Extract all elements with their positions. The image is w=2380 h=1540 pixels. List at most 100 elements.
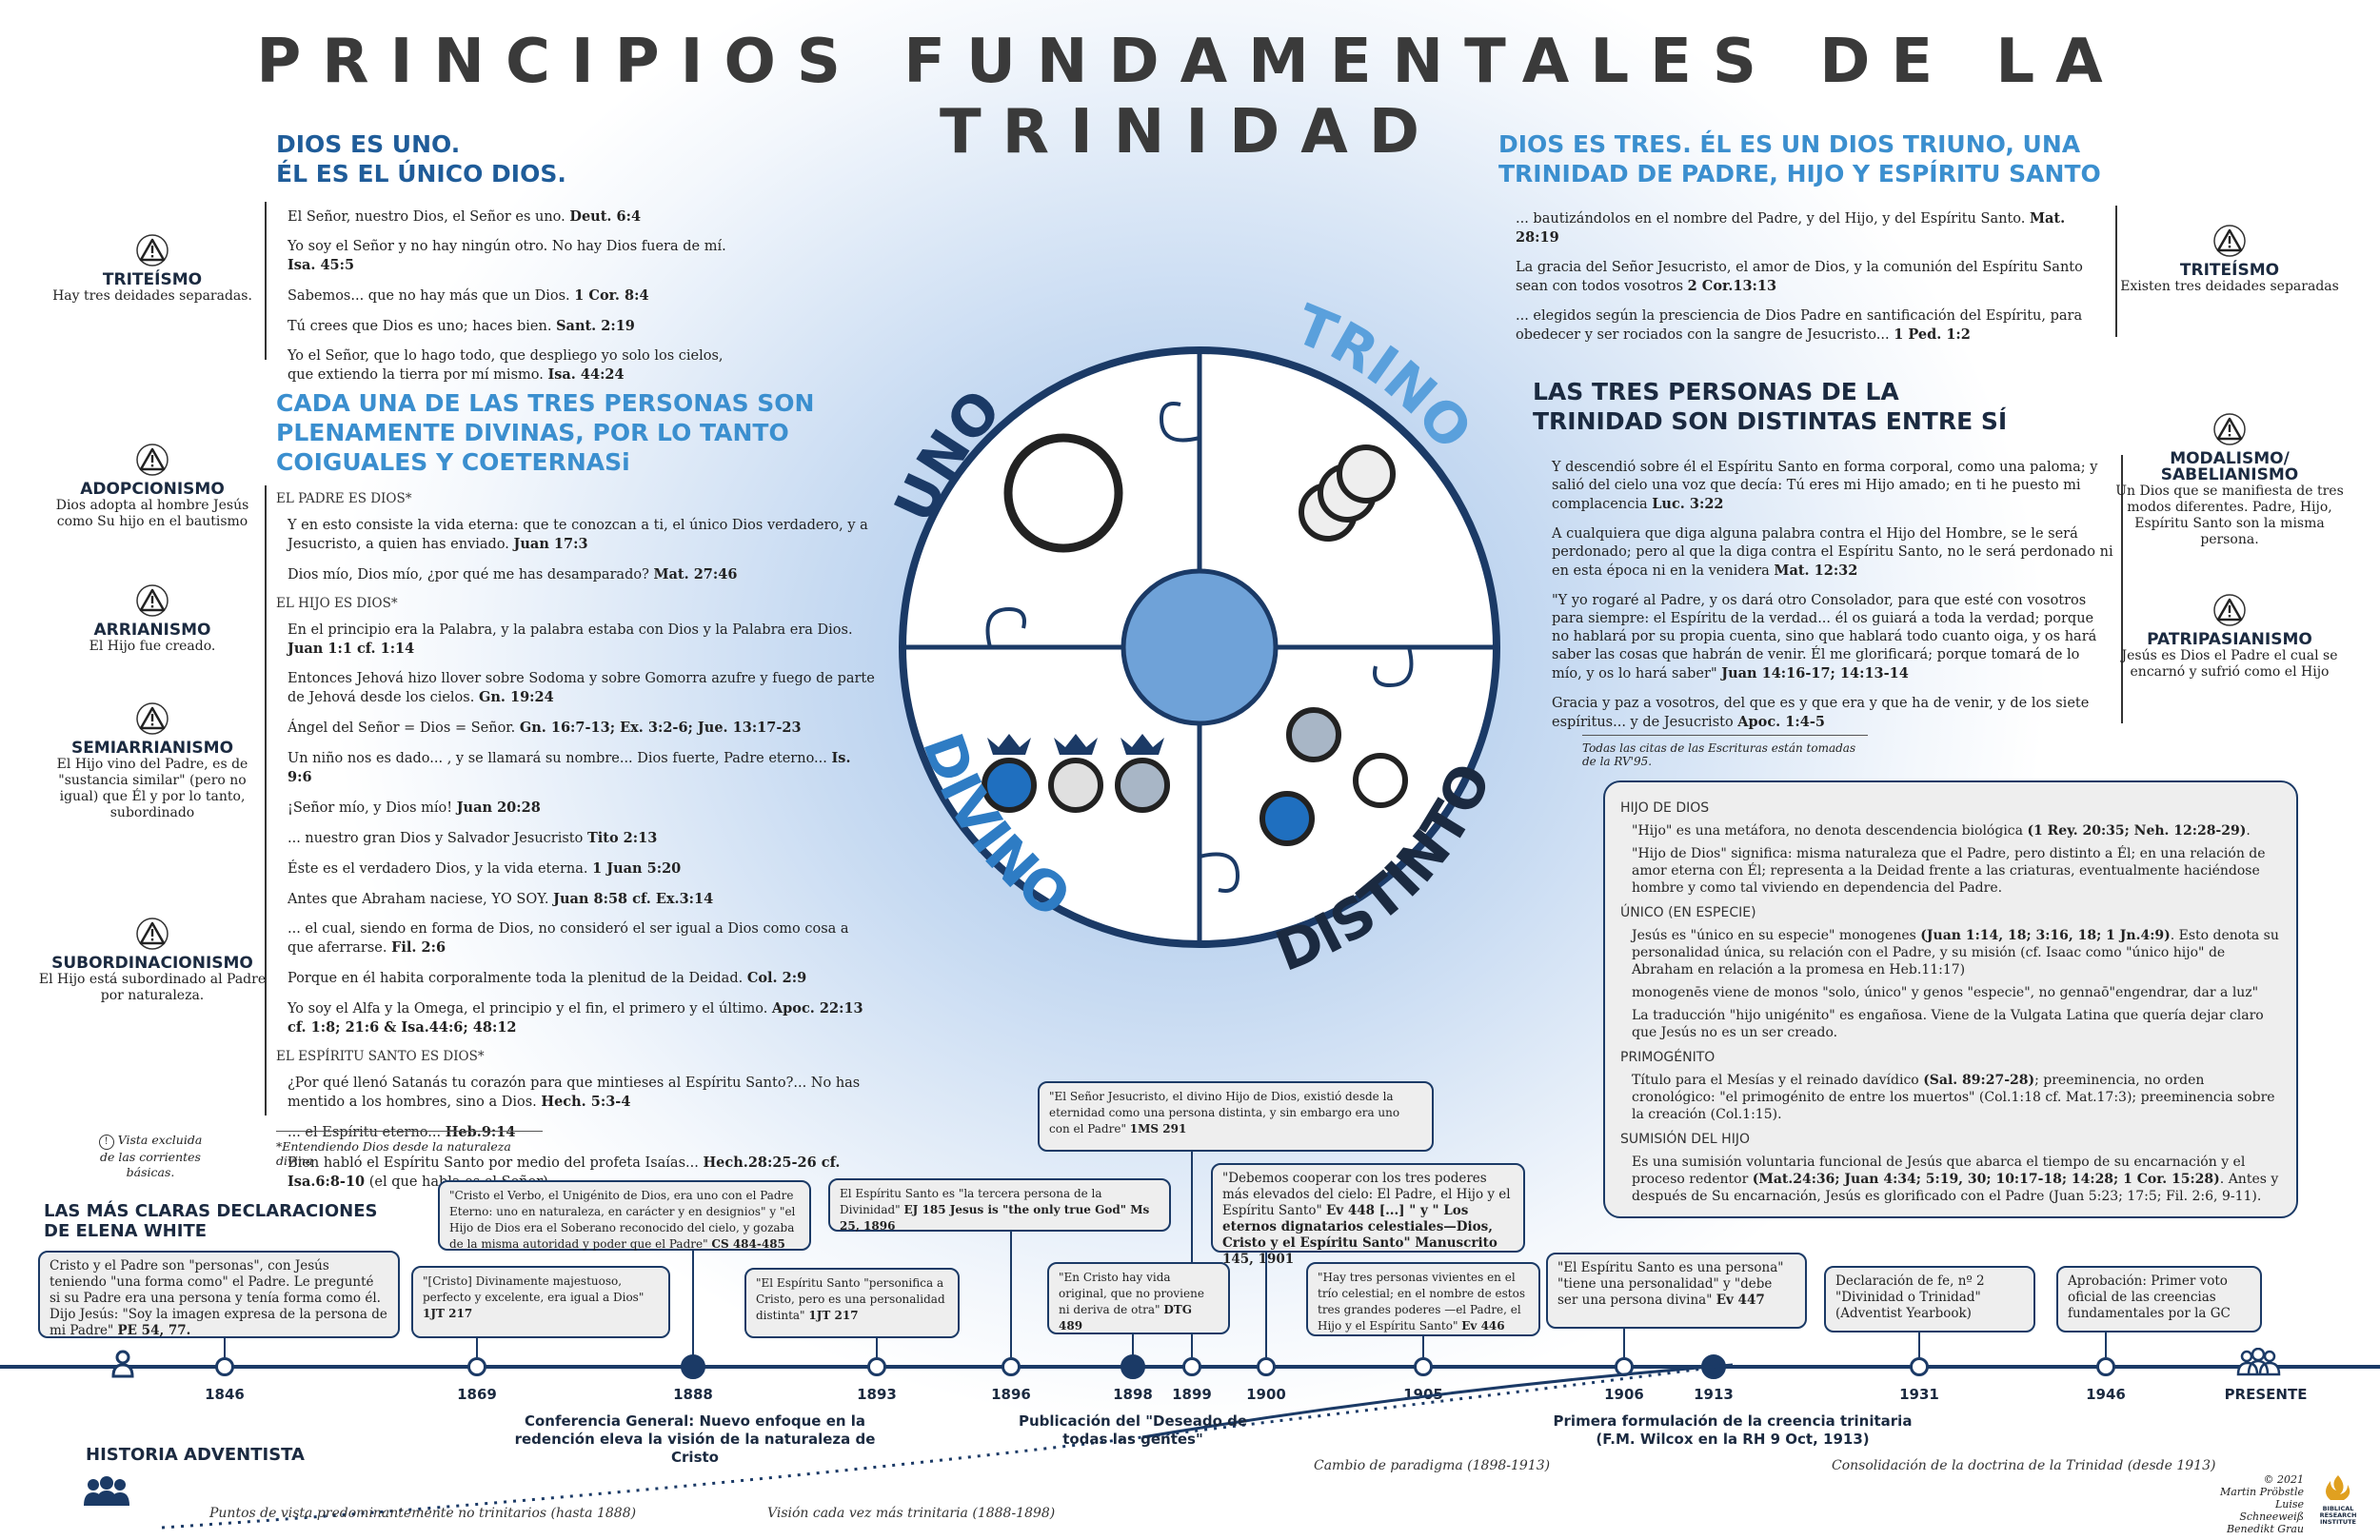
quote: "Y yo rogaré al Padre, y os dará otro Co… xyxy=(1552,593,2097,681)
quote-ref: Apoc. 1:4-5 xyxy=(1737,714,1825,730)
hijo-label: EL HIJO ES DIOS* xyxy=(276,596,398,611)
timeline-quote: "El Espíritu Santo "personifica a Cristo… xyxy=(744,1268,960,1338)
quote-ref: Juan 17:3 xyxy=(513,536,588,552)
event-1898: Publicación del "Deseado de todas las ge… xyxy=(1018,1412,1248,1448)
event-1913: Primera formulación de la creencia trini… xyxy=(1553,1412,1913,1448)
quote-ref: Mat. 27:46 xyxy=(653,566,738,582)
timeline-node xyxy=(867,1357,886,1376)
timeline-quote-ref: Ev 447 xyxy=(1716,1293,1765,1308)
tres-heading: DIOS ES TRES. ÉL ES UN DIOS TRIUNO, UNA … xyxy=(1498,130,2101,188)
quote: Un niño nos es dado... , y se llamará su… xyxy=(288,750,851,785)
heresy-name: ARRIANISMO xyxy=(93,621,211,640)
bri-logo: BIBLICAL RESEARCH INSTITUTE xyxy=(2311,1473,2365,1526)
detail-heading: ÚNICO (EN ESPECIE) xyxy=(1620,905,1756,920)
timeline-connector xyxy=(1132,1334,1134,1357)
detail-item: "Hijo" es una metáfora, no denota descen… xyxy=(1632,823,2251,839)
legend: !Vista excluida de las corrientes básica… xyxy=(84,1133,217,1180)
detail-heading: HIJO DE DIOS xyxy=(1620,800,1710,816)
quote-ref: Sant. 2:19 xyxy=(556,318,635,334)
quote: El Señor, nuestro Dios, el Señor es uno.… xyxy=(288,208,642,225)
detail-ref: (Mat.24:36; Juan 4:34; 5:19, 30; 10:17-1… xyxy=(1752,1172,2220,1187)
history-group-icon xyxy=(84,1476,129,1506)
divinas-quotes: EL PADRE ES DIOS* Y en esto consiste la … xyxy=(276,485,878,1203)
timeline-quote: Aprobación: Primer voto oficial de las c… xyxy=(2056,1266,2262,1333)
legend-line-1: !Vista excluida xyxy=(84,1133,217,1150)
rv-note: Todas las citas de las Escrituras están … xyxy=(1582,735,1868,768)
quote: ... bautizándolos en el nombre del Padre… xyxy=(1516,210,2066,246)
consolidation-label: Consolidación de la doctrina de la Trini… xyxy=(1832,1458,2216,1473)
timeline-node xyxy=(1182,1357,1201,1376)
timeline-year: 1898 xyxy=(1113,1386,1153,1403)
quote-ref: Tito 2:13 xyxy=(586,830,658,846)
warning-icon xyxy=(2213,594,2246,626)
quote-ref: Fil. 2:6 xyxy=(391,939,446,956)
timeline-curve xyxy=(161,1363,1734,1530)
detail-ref: (Juan 1:14, 18; 3:16, 18; 1 Jn.4:9) xyxy=(1920,928,2171,943)
heresy-desc: Dios adopta al hombre Jesús como Su hijo… xyxy=(55,498,249,529)
copyright: © 2021 xyxy=(2263,1473,2305,1486)
timeline-connector xyxy=(876,1338,878,1357)
timeline-connector xyxy=(1265,1253,1267,1357)
padre-label: EL PADRE ES DIOS* xyxy=(276,491,412,506)
quote: Y descendió sobre él el Espíritu Santo e… xyxy=(1552,460,2098,512)
timeline-year: 1913 xyxy=(1694,1386,1734,1403)
quote-ref: Col. 2:9 xyxy=(746,970,807,986)
timeline-year: 1888 xyxy=(673,1386,713,1403)
heresy-name: SUBORDINACIONISMO xyxy=(51,954,253,973)
detail-item: Título para el Mesías y el reinado davíd… xyxy=(1632,1073,2275,1122)
timeline-quote-ref: 1JT 217 xyxy=(423,1307,473,1320)
uno-heading-line-1: DIOS ES UNO. xyxy=(276,130,461,158)
warning-icon: ! xyxy=(98,1135,114,1150)
trinity-diagram: UNO TRINO DIVINO DISTINTO xyxy=(882,292,1504,984)
quote: Dios mío, Dios mío, ¿por qué me has desa… xyxy=(288,566,738,582)
quote: Porque en él habita corporalmente toda l… xyxy=(288,970,807,986)
warning-icon xyxy=(136,918,169,950)
ew-heading: LAS MÁS CLARAS DECLARACIONES DE ELENA WH… xyxy=(44,1201,378,1241)
flame-icon xyxy=(2326,1475,2350,1500)
timeline-quote: "Hay tres personas vivientes en el trío … xyxy=(1306,1262,1540,1336)
quote-ref: Juan 14:16-17; 14:13-14 xyxy=(1721,665,1909,681)
timeline-year: 1900 xyxy=(1246,1386,1286,1403)
timeline-quote-ref: 1MS 291 xyxy=(1129,1122,1187,1135)
divinas-heading: CADA UNA DE LAS TRES PERSONAS SON PLENAM… xyxy=(276,389,815,476)
quote: Sabemos... que no hay más que un Dios. 1… xyxy=(288,287,649,304)
timeline-year: 1869 xyxy=(457,1386,497,1403)
quote-ref: Mat. 12:32 xyxy=(1774,563,1858,579)
detail-item: monogenēs viene de monos "solo, único" y… xyxy=(1632,985,2259,1000)
hijo-quotes: En el principio era la Palabra, y la pal… xyxy=(288,622,878,1037)
paradigm-label: Cambio de paradigma (1898-1913) xyxy=(1314,1458,1551,1473)
timeline-quote: "El Señor Jesucristo, el divino Hijo de … xyxy=(1038,1081,1434,1152)
timeline-connector xyxy=(1422,1336,1424,1357)
timeline-quote: "[Cristo] Divinamente majestuoso, perfec… xyxy=(411,1266,670,1338)
quote: ... el Espíritu eterno... Heb.9:14 xyxy=(288,1124,516,1140)
quote: Tú crees que Dios es uno; haces bien. Sa… xyxy=(288,318,635,334)
heresy-name: TRITEÍSMO xyxy=(2179,261,2280,280)
ew-heading-2: DE ELENA WHITE xyxy=(44,1221,208,1241)
quote-ref: Isa. 45:5 xyxy=(288,257,355,273)
timeline-quote-ref: 1JT 217 xyxy=(808,1309,859,1322)
distintas-heading: LAS TRES PERSONAS DE LA TRINIDAD SON DIS… xyxy=(1533,378,2008,435)
quote: En el principio era la Palabra, y la pal… xyxy=(288,622,853,657)
padre-quotes: Y en esto consiste la vida eterna: que t… xyxy=(288,517,878,584)
timeline-quote: "En Cristo hay vida original, que no pro… xyxy=(1047,1262,1230,1334)
quote-ref: Mat. 28:19 xyxy=(1516,210,2066,246)
timeline-year: PRESENTE xyxy=(2224,1386,2308,1403)
heresy-desc: Existen tres deidades separadas xyxy=(2120,279,2339,294)
detail-item: "Hijo de Dios" significa: misma naturale… xyxy=(1632,846,2266,896)
quote-ref: 1 Ped. 1:2 xyxy=(1894,326,1971,343)
quote: La gracia del Señor Jesucristo, el amor … xyxy=(1516,260,2083,294)
center-circle xyxy=(1121,568,1279,726)
page-title: PRINCIPIOS FUNDAMENTALES DE LA TRINIDAD xyxy=(256,27,2124,168)
timeline-year: 1906 xyxy=(1604,1386,1644,1403)
credits: © 2021 Martin Pröbstle Luise Schneeweiß … xyxy=(2209,1473,2304,1535)
quote-ref: Luc. 3:22 xyxy=(1652,496,1724,512)
timeline-quote: Declaración de fe, nº 2 "Divinidad o Tri… xyxy=(1824,1266,2035,1333)
timeline-node xyxy=(1121,1354,1145,1379)
quote-ref: 1 Cor. 8:4 xyxy=(574,287,649,304)
detail-ref: (Sal. 89:27-28) xyxy=(1923,1073,2035,1088)
quote: ¿Por qué llenó Satanás tu corazón para q… xyxy=(288,1076,861,1110)
